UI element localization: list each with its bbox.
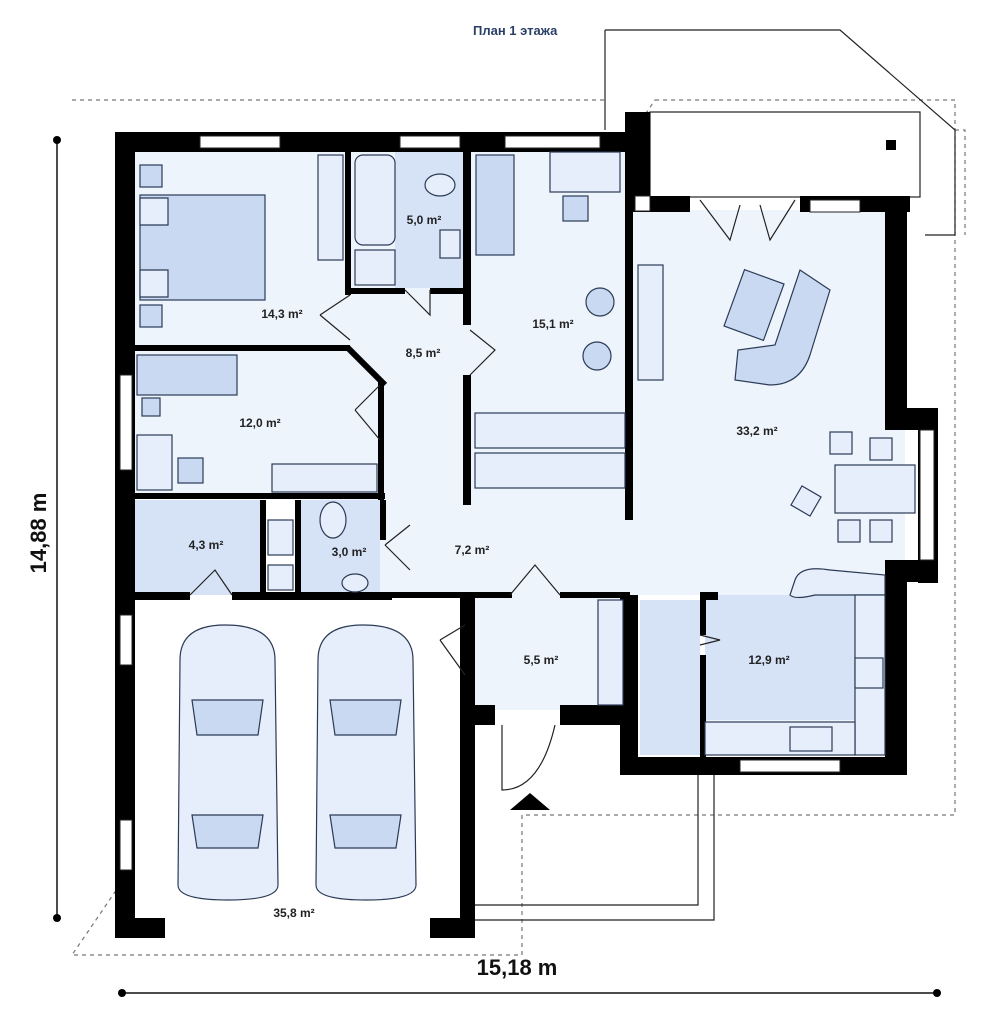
area-label-bedroom2: 15,1 m² <box>532 317 573 331</box>
wardrobe <box>271 463 378 493</box>
roof-outline <box>70 99 956 956</box>
sink <box>341 573 369 593</box>
area-label-bedroom1: 14,3 m² <box>261 307 302 321</box>
pouf <box>585 287 615 317</box>
toilet <box>424 173 456 197</box>
room-utility <box>130 500 260 595</box>
wardrobe <box>474 452 626 489</box>
chair <box>562 195 589 222</box>
dining-chair <box>829 431 853 455</box>
pouf <box>582 341 612 371</box>
room-vestibule <box>470 600 600 710</box>
dimension-width-label: 15,18 m <box>477 955 558 980</box>
area-label-kitchen: 12,9 m² <box>748 653 789 667</box>
plan-title: План 1 этажа <box>473 23 558 38</box>
dining-chair <box>869 519 893 543</box>
nightstand <box>141 397 161 417</box>
area-label-garage: 35,8 m² <box>273 906 314 920</box>
tv-cabinet <box>637 264 664 381</box>
shower <box>354 249 396 286</box>
doors <box>189 199 796 791</box>
dining-chair <box>790 485 822 517</box>
armchair <box>723 268 785 342</box>
dining-table <box>834 464 916 514</box>
room-living <box>630 210 905 595</box>
car <box>315 624 417 901</box>
area-label-wc: 3,0 m² <box>332 545 367 559</box>
room-hall2 <box>380 500 630 595</box>
entrance-path <box>465 775 715 921</box>
wardrobe <box>597 599 624 706</box>
dining-chair <box>869 437 893 461</box>
desk <box>549 151 621 193</box>
desk <box>136 434 173 491</box>
bed-single <box>136 354 238 396</box>
dimension-vertical <box>53 136 61 922</box>
toilet <box>319 501 347 539</box>
dining-chair <box>837 519 861 543</box>
boiler <box>267 519 294 556</box>
sofa-corner <box>734 269 831 386</box>
area-label-utility: 4,3 m² <box>189 538 224 552</box>
entrance-arrow-icon <box>510 793 550 810</box>
terrace <box>649 111 921 198</box>
area-label-bedroom3: 12,0 m² <box>239 416 280 430</box>
terrace-post <box>886 140 896 150</box>
area-label-hall2: 7,2 m² <box>455 543 490 557</box>
area-label-vestibule: 5,5 m² <box>524 653 559 667</box>
area-label-bath: 5,0 m² <box>407 213 442 227</box>
cooktop <box>854 657 884 689</box>
car <box>177 624 279 901</box>
kitchen-sink <box>789 726 833 752</box>
room-bath <box>395 152 463 288</box>
terrace-outline <box>605 29 956 236</box>
dimension-height-label: 14,88 m <box>26 493 51 574</box>
dimension-horizontal <box>118 989 941 997</box>
sink <box>439 229 461 259</box>
roof-outline-extension <box>955 129 966 235</box>
bed-single <box>475 154 515 256</box>
area-label-living: 33,2 m² <box>736 424 777 438</box>
wardrobe <box>317 154 344 261</box>
bathtub <box>354 154 396 246</box>
wardrobe <box>474 412 626 449</box>
room-kitchen <box>705 595 855 720</box>
bed-double <box>139 164 266 328</box>
windows <box>119 135 935 871</box>
room-pantry <box>640 600 700 755</box>
washing-machine <box>267 564 294 591</box>
chair <box>177 457 204 484</box>
area-label-hall1: 8,5 m² <box>406 346 441 360</box>
